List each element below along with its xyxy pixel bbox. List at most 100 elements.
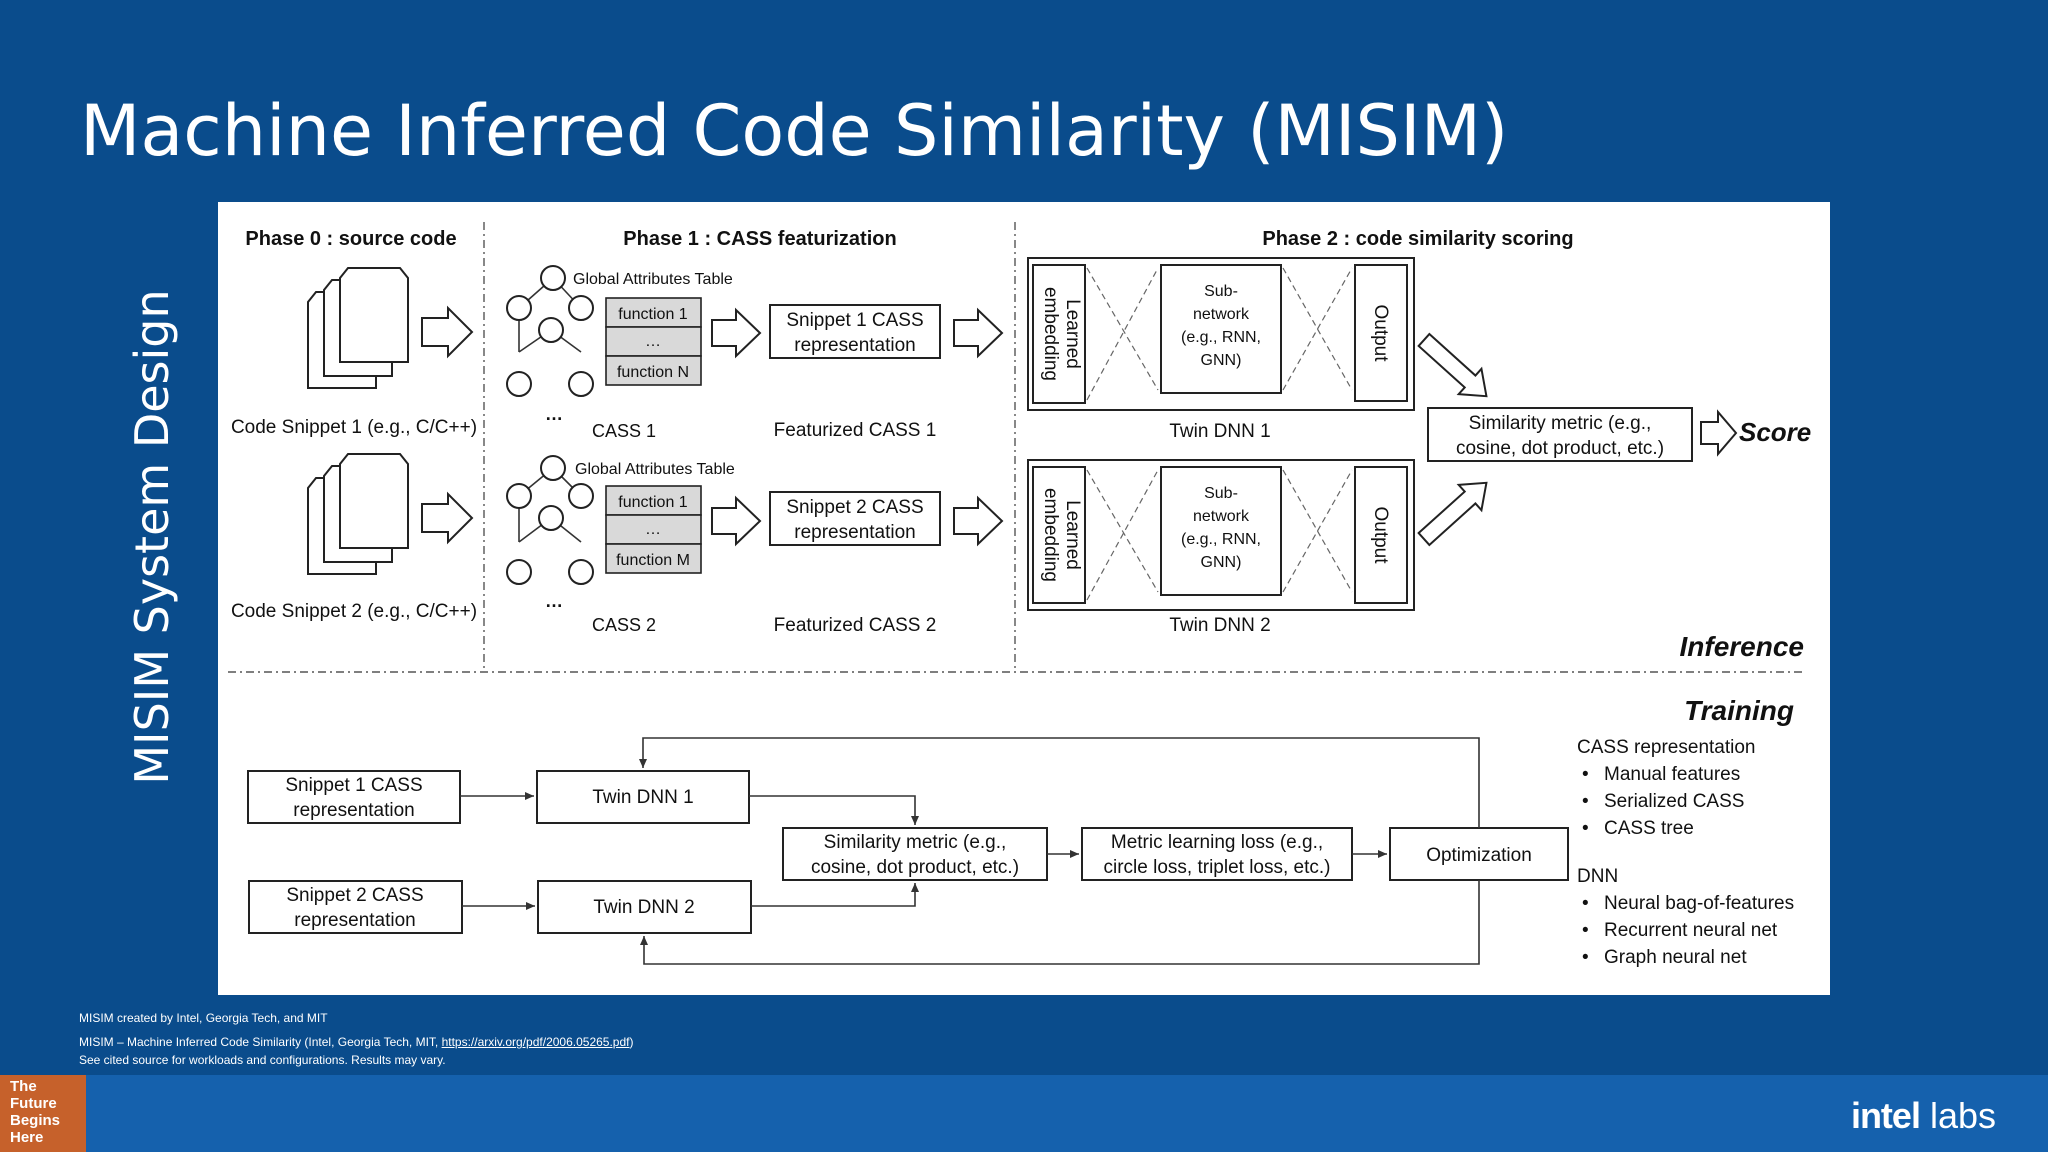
- box-text: GNN): [1201, 554, 1242, 571]
- logo-suffix: labs: [1929, 1095, 1996, 1136]
- phase0-header: Phase 0 : source code: [245, 228, 456, 250]
- block-arrow: [711, 307, 762, 359]
- cass-heading: CASS representation: [1577, 737, 1756, 758]
- feedback-arrow: [639, 737, 1480, 828]
- twin-dnn2-label: Twin DNN 2: [1169, 615, 1270, 636]
- box-text: GNN): [1201, 352, 1242, 369]
- box-text: Learned: [1062, 500, 1083, 570]
- side-label: MISIM System Design: [125, 289, 179, 785]
- list-item: CASS tree: [1604, 818, 1694, 839]
- box-text: Learned: [1062, 299, 1083, 369]
- snippet1-label: Code Snippet 1 (e.g., C/C++): [231, 417, 477, 438]
- function-label: function 1: [618, 494, 687, 511]
- box-text: circle loss, triplet loss, etc.): [1104, 857, 1331, 878]
- box-text: representation: [294, 910, 415, 931]
- phase2-header: Phase 2 : code similarity scoring: [1262, 228, 1573, 250]
- block-arrow: [953, 307, 1004, 359]
- featurized-cass2-label: Featurized CASS 2: [774, 615, 937, 636]
- block-arrow: [421, 491, 474, 545]
- snippet2-label: Code Snippet 2 (e.g., C/C++): [231, 601, 477, 622]
- function-label: function M: [616, 552, 690, 569]
- box-text: cosine, dot product, etc.): [811, 857, 1019, 878]
- embedding-box: [1032, 264, 1086, 404]
- list-item: Recurrent neural net: [1604, 920, 1778, 941]
- feedback-arrow: [640, 880, 1480, 965]
- dnn-list: • Neural bag-of-features • Recurrent neu…: [1582, 893, 1794, 968]
- box-text: Snippet 1 CASS: [786, 310, 923, 331]
- train-loss-box: [1081, 827, 1353, 881]
- function-cell: [605, 297, 702, 328]
- bullet: •: [1582, 818, 1589, 839]
- citation-text: ): [629, 1035, 634, 1049]
- box-text: network: [1193, 306, 1250, 323]
- function-cell: [605, 543, 702, 574]
- function-label: …: [645, 333, 661, 350]
- badge-line: The: [10, 1078, 37, 1095]
- connector-arrow: [751, 883, 919, 907]
- train-similarity-box: [782, 827, 1048, 881]
- box-text: (e.g., RNN,: [1181, 329, 1261, 346]
- block-arrow: [421, 305, 474, 359]
- function-label: function N: [617, 364, 689, 381]
- global-attributes-label: Global Attributes Table: [575, 461, 735, 478]
- footnote-credit: MISIM created by Intel, Georgia Tech, an…: [79, 1011, 328, 1025]
- bullet: •: [1582, 791, 1589, 812]
- box-text: representation: [794, 335, 915, 356]
- block-arrow: [1417, 481, 1488, 547]
- citation-link[interactable]: https://arxiv.org/pdf/2006.05265.pdf: [441, 1035, 630, 1049]
- bullet: •: [1582, 764, 1589, 785]
- list-item: Serialized CASS: [1604, 791, 1744, 812]
- box-text: Twin DNN 2: [593, 897, 694, 918]
- function-cell: [605, 514, 702, 545]
- badge-line: Future: [10, 1095, 57, 1112]
- bullet: •: [1582, 893, 1589, 914]
- box-text: Twin DNN 1: [592, 787, 693, 808]
- snippet2-cass-box: [769, 491, 941, 546]
- box-text: cosine, dot product, etc.): [1456, 438, 1664, 459]
- box-text: Metric learning loss (e.g.,: [1111, 832, 1323, 853]
- function-label: …: [645, 521, 661, 538]
- cass-list: • Manual features • Serialized CASS • CA…: [1582, 764, 1744, 839]
- dnn-heading: DNN: [1577, 866, 1618, 887]
- list-item: Graph neural net: [1604, 947, 1747, 968]
- document-icon: [307, 453, 409, 575]
- badge-line: Begins: [10, 1112, 61, 1129]
- box-text: Snippet 1 CASS: [285, 775, 422, 796]
- box-text: Snippet 2 CASS: [786, 497, 923, 518]
- cass-tree-icon: [506, 265, 594, 397]
- training-label: Training: [1684, 695, 1794, 726]
- cass-tree-icon: [506, 455, 594, 585]
- global-attributes-label: Global Attributes Table: [573, 271, 733, 288]
- connector-arrow: [749, 795, 919, 825]
- citation-text: MISIM – Machine Inferred Code Similarity…: [79, 1035, 442, 1049]
- subnetwork-box: [1160, 264, 1282, 394]
- box-text: Sub-: [1204, 283, 1238, 300]
- box-text: representation: [794, 522, 915, 543]
- output-box: [1354, 264, 1408, 402]
- cass1-label: CASS 1: [592, 421, 656, 441]
- train-snippet2-box: [248, 880, 463, 934]
- featurized-cass1-label: Featurized CASS 1: [774, 420, 937, 441]
- phase1-header: Phase 1 : CASS featurization: [623, 228, 896, 250]
- train-twin2-box: [537, 880, 752, 934]
- train-snippet1-box: [247, 770, 461, 824]
- snippet1-cass-box: [769, 304, 941, 359]
- tree-ellipsis: …: [545, 591, 563, 611]
- bullet: •: [1582, 920, 1589, 941]
- bullet: •: [1582, 947, 1589, 968]
- box-text: representation: [293, 800, 414, 821]
- function-cell: [605, 326, 702, 357]
- box-text: Snippet 2 CASS: [286, 885, 423, 906]
- box-text: network: [1193, 508, 1250, 525]
- footnote-disclaimer: See cited source for workloads and confi…: [79, 1053, 446, 1067]
- box-text: Similarity metric (e.g.,: [1469, 413, 1652, 434]
- badge-line: Here: [10, 1129, 44, 1146]
- slide-title: Machine Inferred Code Similarity (MISIM): [80, 90, 1509, 172]
- document-icon: [307, 267, 409, 389]
- function-cell: [605, 355, 702, 386]
- misim-diagram: Phase 0 : source code Phase 1 : CASS fea…: [228, 222, 1811, 968]
- subnetwork-box: [1160, 466, 1282, 596]
- twin-dnn1-label: Twin DNN 1: [1169, 421, 1270, 442]
- box-text: embedding: [1040, 287, 1061, 381]
- inference-label: Inference: [1680, 631, 1805, 662]
